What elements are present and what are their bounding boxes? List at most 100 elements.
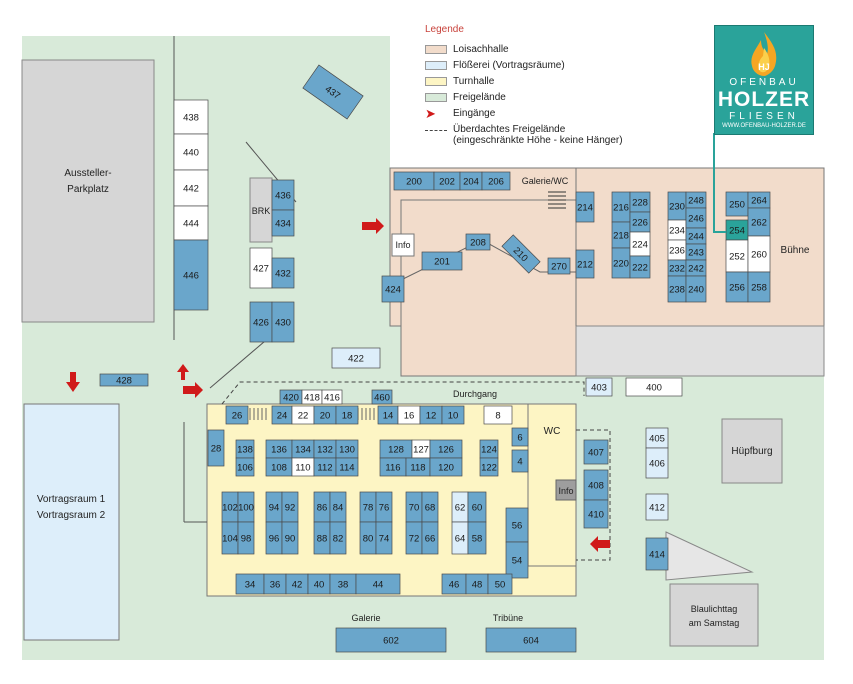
booth-46[interactable]: 46: [441, 573, 467, 595]
booth-236[interactable]: 236: [667, 239, 687, 261]
booth-box[interactable]: [329, 521, 347, 555]
booth-110[interactable]: 110: [291, 457, 315, 477]
booth-box[interactable]: [583, 469, 609, 501]
booth-243[interactable]: 243: [685, 243, 707, 261]
booth-box[interactable]: [173, 133, 209, 171]
booth-38[interactable]: 38: [329, 573, 357, 595]
booth-box[interactable]: [173, 169, 209, 207]
info-desk-gym[interactable]: [555, 479, 577, 501]
booth-box[interactable]: [335, 627, 447, 653]
booth-208[interactable]: 208: [465, 233, 491, 251]
booth-420[interactable]: 420: [279, 389, 303, 405]
booth-134[interactable]: 134: [291, 439, 315, 459]
booth-box[interactable]: [645, 447, 669, 479]
booth-box[interactable]: [487, 573, 513, 595]
booth-228[interactable]: 228: [629, 191, 651, 213]
booth-256[interactable]: 256: [725, 271, 749, 303]
booth-42[interactable]: 42: [285, 573, 309, 595]
booth-104[interactable]: 104: [221, 521, 239, 555]
booth-64[interactable]: 64: [451, 521, 469, 555]
booth-405[interactable]: 405: [645, 427, 669, 449]
booth-box[interactable]: [271, 209, 295, 237]
booth-252[interactable]: 252: [725, 239, 749, 273]
booth-66[interactable]: 66: [421, 521, 439, 555]
booth-box[interactable]: [747, 271, 771, 303]
booth-440[interactable]: 440: [173, 133, 209, 171]
booth-box[interactable]: [583, 439, 609, 465]
booth-box[interactable]: [645, 493, 669, 521]
booth-box[interactable]: [505, 541, 529, 579]
booth-74[interactable]: 74: [375, 521, 393, 555]
booth-box[interactable]: [281, 521, 299, 555]
hupfburg-area[interactable]: [721, 418, 783, 484]
booth-box[interactable]: [335, 405, 359, 425]
booth-4[interactable]: 4: [511, 449, 529, 473]
booth-127[interactable]: 127: [411, 439, 431, 459]
booth-box[interactable]: [173, 239, 209, 311]
booth-130[interactable]: 130: [335, 439, 359, 459]
booth-260[interactable]: 260: [747, 235, 771, 273]
booth-box[interactable]: [235, 457, 255, 477]
booth-436[interactable]: 436: [271, 179, 295, 211]
booth-box[interactable]: [225, 405, 249, 425]
booth-box[interactable]: [271, 301, 295, 343]
booth-418[interactable]: 418: [301, 389, 323, 405]
exhibitor-parking[interactable]: [21, 59, 155, 323]
info-desk-hall[interactable]: [391, 233, 415, 257]
booth-232[interactable]: 232: [667, 259, 687, 277]
booth-220[interactable]: 220: [611, 247, 631, 279]
booth-24[interactable]: 24: [271, 405, 293, 425]
lecture-rooms[interactable]: [23, 403, 120, 641]
booth-406[interactable]: 406: [645, 447, 669, 479]
booth-box[interactable]: [371, 389, 393, 405]
booth-200[interactable]: 200: [393, 171, 435, 191]
booth-248[interactable]: 248: [685, 191, 707, 209]
booth-box[interactable]: [585, 377, 613, 397]
booth-box[interactable]: [335, 457, 359, 477]
booth-62[interactable]: 62: [451, 491, 469, 523]
booth-10[interactable]: 10: [441, 405, 465, 425]
booth-58[interactable]: 58: [467, 521, 487, 555]
booth-446[interactable]: 446: [173, 239, 209, 311]
booth-box[interactable]: [629, 255, 651, 279]
booth-94[interactable]: 94: [265, 491, 283, 523]
booth-14[interactable]: 14: [377, 405, 399, 425]
booth-238[interactable]: 238: [667, 275, 687, 303]
booth-box[interactable]: [511, 449, 529, 473]
booth-box[interactable]: [479, 457, 499, 477]
booth-90[interactable]: 90: [281, 521, 299, 555]
booth-258[interactable]: 258: [747, 271, 771, 303]
booth-box[interactable]: [302, 64, 364, 120]
booth-216[interactable]: 216: [611, 191, 631, 223]
booth-116[interactable]: 116: [379, 457, 407, 477]
booth-270[interactable]: 270: [547, 257, 571, 275]
booth-120[interactable]: 120: [429, 457, 463, 477]
booth-422[interactable]: 422: [331, 347, 381, 369]
booth-box[interactable]: [645, 537, 669, 571]
booth-250[interactable]: 250: [725, 191, 749, 217]
booth-124[interactable]: 124: [479, 439, 499, 459]
booth-60[interactable]: 60: [467, 491, 487, 523]
booth-254[interactable]: 254: [725, 219, 749, 241]
booth-6[interactable]: 6: [511, 427, 529, 447]
booth-262[interactable]: 262: [747, 207, 771, 237]
booth-34[interactable]: 34: [235, 573, 265, 595]
booth-box[interactable]: [421, 521, 439, 555]
booth-214[interactable]: 214: [575, 191, 595, 223]
booth-box[interactable]: [625, 377, 683, 397]
booth-12[interactable]: 12: [419, 405, 443, 425]
booth-78[interactable]: 78: [359, 491, 377, 523]
booth-box[interactable]: [99, 373, 149, 387]
booth-88[interactable]: 88: [313, 521, 331, 555]
booth-84[interactable]: 84: [329, 491, 347, 523]
booth-106[interactable]: 106: [235, 457, 255, 477]
booth-434[interactable]: 434: [271, 209, 295, 237]
booth-20[interactable]: 20: [313, 405, 337, 425]
booth-230[interactable]: 230: [667, 191, 687, 221]
booth-428[interactable]: 428: [99, 373, 149, 387]
booth-box[interactable]: [685, 275, 707, 303]
booth-82[interactable]: 82: [329, 521, 347, 555]
booth-102[interactable]: 102: [221, 491, 239, 523]
booth-70[interactable]: 70: [405, 491, 423, 523]
booth-box[interactable]: [173, 205, 209, 241]
